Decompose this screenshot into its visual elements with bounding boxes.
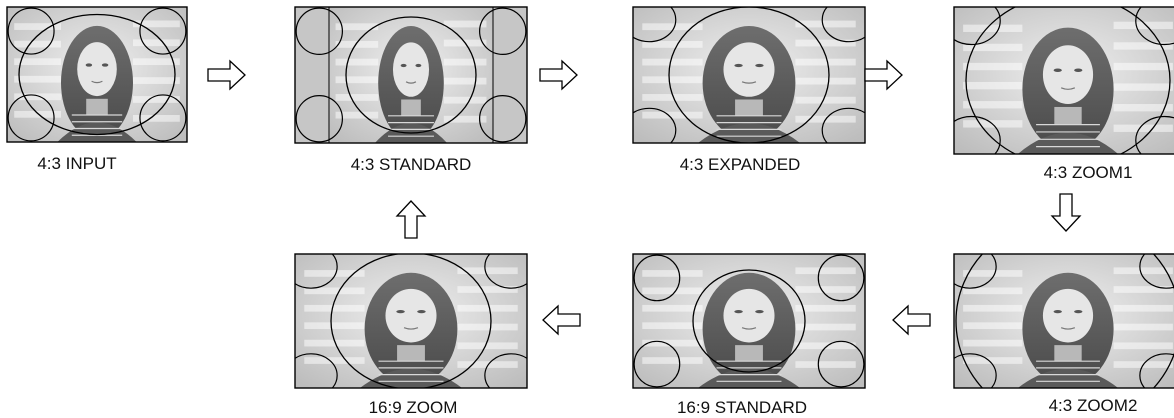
corner-circle [295,7,343,55]
panel-zoom2 [953,253,1174,389]
center-circle [330,254,492,388]
corner-circle [633,7,677,43]
corner-circle [7,94,55,142]
panel-standard169 [632,253,866,389]
corner-circle [484,353,527,388]
caption-4-3-zoom2: 4:3 ZOOM2 [1048,396,1138,415]
center-circle [692,269,806,373]
corner-circle [817,340,865,388]
corner-circle [821,7,865,43]
center-circle [18,13,176,136]
corner-circle [954,254,997,289]
panel-zoom1 [953,6,1174,155]
corner-circle [954,115,1001,154]
corner-circle [139,7,187,55]
panel-standard43 [294,6,528,144]
corner-circle [633,340,681,388]
panel-frame [953,253,1174,389]
corner-circle [295,254,338,289]
corner-circle [479,7,527,55]
arrow-left-icon [892,304,931,336]
corner-circle [1139,254,1174,289]
corner-circle [1135,7,1174,46]
corner-circle [1135,115,1174,154]
caption-4-3-standard: 4:3 STANDARD [350,155,472,174]
corner-circle [479,95,527,143]
center-circle [345,16,477,134]
caption-16-9-zoom: 16:9 ZOOM [368,398,458,417]
arrow-down-icon [1050,193,1082,232]
panel-frame [632,253,866,389]
arrow-right-icon [864,59,903,91]
corner-circle [295,95,343,143]
corner-circle [484,254,527,289]
center-circle [965,7,1171,154]
caption-4-3-expanded: 4:3 EXPANDED [679,155,801,174]
arrow-right-icon [539,59,578,91]
arrow-right-icon [207,59,246,91]
panel-frame [294,6,528,144]
panel-frame [953,6,1174,155]
caption-4-3-zoom1: 4:3 ZOOM1 [1043,163,1133,182]
corner-circle [633,254,681,302]
corner-circle [633,107,677,143]
caption-16-9-standard: 16:9 STANDARD [676,398,808,417]
caption-4-3-input: 4:3 INPUT [37,154,117,173]
corner-circle [295,353,338,388]
corner-circle [954,353,997,388]
corner-circle [821,107,865,143]
corner-circle [817,254,865,302]
corner-circle [954,7,1001,46]
panel-frame [6,6,188,143]
corner-circle [7,7,55,55]
center-circle [668,7,830,143]
panel-frame [294,253,528,389]
panel-zoom169 [294,253,528,389]
corner-circle [1139,353,1174,388]
corner-circle [139,94,187,142]
panel-input [6,6,188,143]
center-circle [955,254,1174,388]
arrow-up-icon [395,200,427,239]
panel-expanded43 [632,6,866,144]
arrow-left-icon [542,304,581,336]
